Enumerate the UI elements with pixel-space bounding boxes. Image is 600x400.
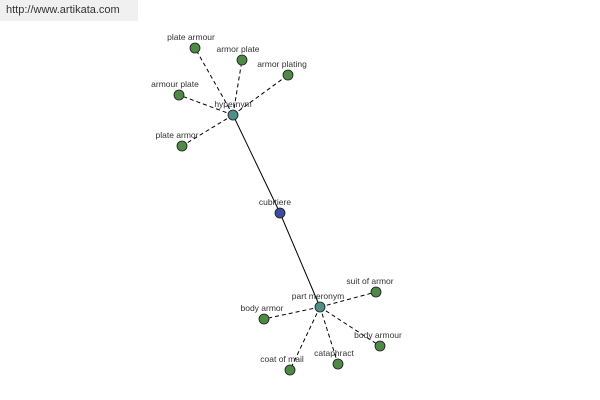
leaf-cataphract-label: cataphract: [314, 348, 354, 358]
edge-hypernym-plate-armour-1: [194, 47, 234, 116]
leaf-body-armour-label: body armour: [354, 330, 402, 340]
edge-cubitiere-part-meronym: [279, 212, 321, 308]
edge-part-meronym-body-armour: [319, 306, 381, 347]
leaf-armor-plating-node[interactable]: [282, 69, 294, 81]
leaf-coat-of-mail-label: coat of mail: [260, 354, 304, 364]
leaf-coat-of-mail-node[interactable]: [284, 364, 296, 376]
center-cubitiere-node[interactable]: [274, 207, 286, 219]
edge-part-meronym-coat-of-mail: [289, 306, 321, 371]
graph-edges: [178, 47, 381, 371]
leaf-plate-armor-label: plate armor: [156, 130, 199, 140]
edge-cubitiere-hypernym: [232, 114, 281, 214]
edge-part-meronym-body-armor: [263, 306, 321, 320]
hub-part-meronym-label: part meronym: [292, 291, 344, 301]
center-cubitiere-label: cubitiere: [259, 197, 291, 207]
leaf-body-armor-label: body armor: [241, 303, 284, 313]
hub-hypernym-node[interactable]: [227, 109, 239, 121]
leaf-plate-armour-1-label: plate armour: [167, 32, 215, 42]
source-url-banner[interactable]: http://www.artikata.com: [0, 0, 138, 21]
leaf-armor-plating-label: armor plating: [257, 59, 307, 69]
edge-hypernym-armour-plate: [178, 94, 234, 116]
leaf-armour-plate-label: armour plate: [151, 79, 199, 89]
edge-part-meronym-suit-of-armor: [319, 291, 377, 308]
leaf-plate-armour-1-node[interactable]: [189, 42, 201, 54]
leaf-armor-plate-node[interactable]: [236, 54, 248, 66]
edge-hypernym-armor-plating: [232, 74, 289, 116]
leaf-body-armor-node[interactable]: [258, 313, 270, 325]
leaf-suit-of-armor-node[interactable]: [370, 286, 382, 298]
hub-hypernym-label: hypernym: [214, 99, 251, 109]
leaf-armour-plate-node[interactable]: [173, 89, 185, 101]
edge-part-meronym-cataphract: [319, 306, 339, 365]
leaf-body-armour-node[interactable]: [374, 340, 386, 352]
leaf-cataphract-node[interactable]: [332, 358, 344, 370]
leaf-suit-of-armor-label: suit of armor: [346, 276, 393, 286]
hub-part-meronym-node[interactable]: [314, 301, 326, 313]
leaf-armor-plate-label: armor plate: [217, 44, 260, 54]
edge-hypernym-armor-plate: [232, 59, 243, 116]
leaf-plate-armor-node[interactable]: [176, 140, 188, 152]
edge-hypernym-plate-armor: [181, 114, 234, 147]
